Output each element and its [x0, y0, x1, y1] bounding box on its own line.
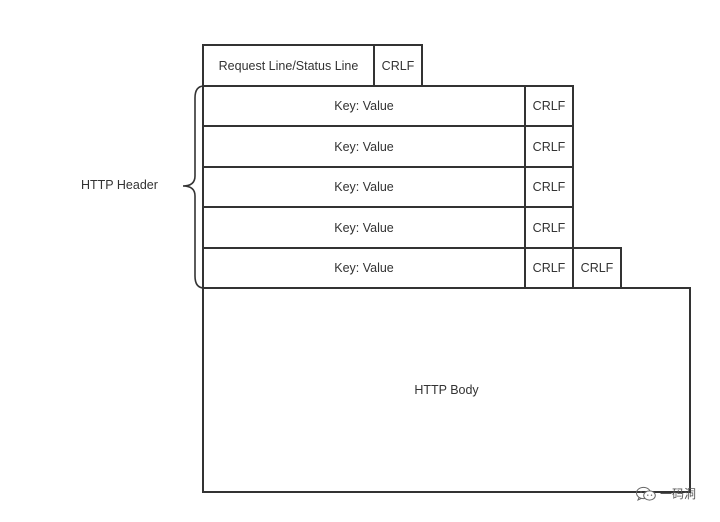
header-row-2-crlf-box: CRLF	[524, 125, 574, 168]
watermark-text: 一码洞	[659, 487, 696, 501]
header-row-3-box: Key: Value	[202, 166, 526, 208]
body-label: HTTP Body	[414, 383, 479, 397]
header-row-label: Key: Value	[334, 220, 394, 235]
start-line-box: Request Line/Status Line	[202, 44, 375, 87]
wechat-icon	[635, 486, 657, 502]
header-row-2-box: Key: Value	[202, 125, 526, 168]
header-row-5-crlf-box: CRLF	[524, 247, 574, 289]
start-line-label: Request Line/Status Line	[218, 58, 359, 73]
header-row-crlf-label: CRLF	[532, 139, 566, 154]
header-row-label: Key: Value	[334, 180, 394, 194]
header-row-1-box: Key: Value	[202, 85, 526, 127]
header-row-label: Key: Value	[334, 261, 394, 275]
header-end-crlf-label: CRLF	[580, 261, 614, 275]
header-end-crlf-box: CRLF	[572, 247, 622, 289]
header-row-label: Key: Value	[334, 99, 394, 113]
header-row-crlf-label: CRLF	[532, 261, 566, 275]
header-row-crlf-label: CRLF	[532, 99, 566, 113]
header-row-label: Key: Value	[334, 139, 394, 154]
watermark: 一码洞	[635, 485, 696, 502]
header-row-crlf-label: CRLF	[532, 220, 566, 235]
body-box: HTTP Body	[202, 287, 691, 493]
header-row-crlf-label: CRLF	[532, 180, 566, 194]
header-row-4-crlf-box: CRLF	[524, 206, 574, 249]
header-group-label: HTTP Header	[81, 178, 158, 192]
start-line-crlf-label: CRLF	[381, 58, 415, 73]
